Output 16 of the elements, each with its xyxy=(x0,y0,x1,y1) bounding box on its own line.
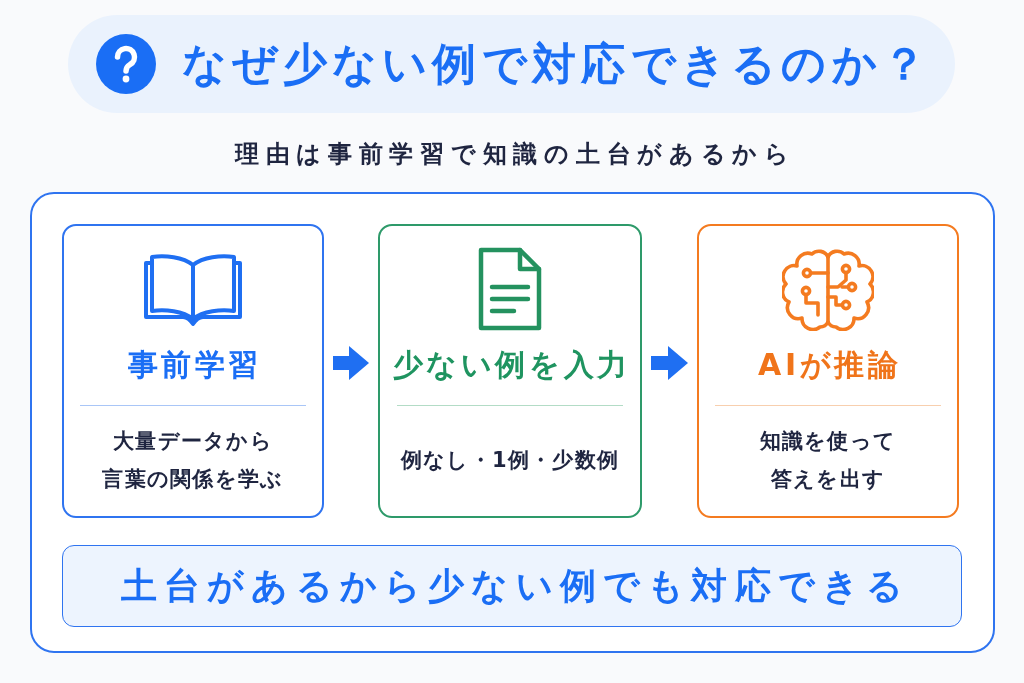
card-description: 例なし・1例・少数例 xyxy=(400,447,620,474)
conclusion-banner xyxy=(62,545,962,627)
card-description: 大量データから言葉の関係を学ぶ xyxy=(101,428,285,493)
arrow xyxy=(333,346,369,380)
card-heading: 事前学習 xyxy=(126,346,262,384)
title-text: なぜ少ない例で対応できるのか？ xyxy=(182,37,932,91)
step-card xyxy=(378,224,642,518)
card-heading: AIが推論 xyxy=(757,346,902,384)
arrow xyxy=(651,346,688,380)
frame-panel xyxy=(30,192,995,653)
card-description: 知識を使って答えを出す xyxy=(758,428,898,493)
step-card xyxy=(62,224,324,518)
conclusion-text: 土台があるから少ない例でも対応できる xyxy=(119,564,911,608)
step-card xyxy=(697,224,959,518)
subtitle-text: 理由は事前学習で知識の土台があるから xyxy=(233,139,796,170)
card-heading: 少ない例を入力 xyxy=(391,346,631,384)
